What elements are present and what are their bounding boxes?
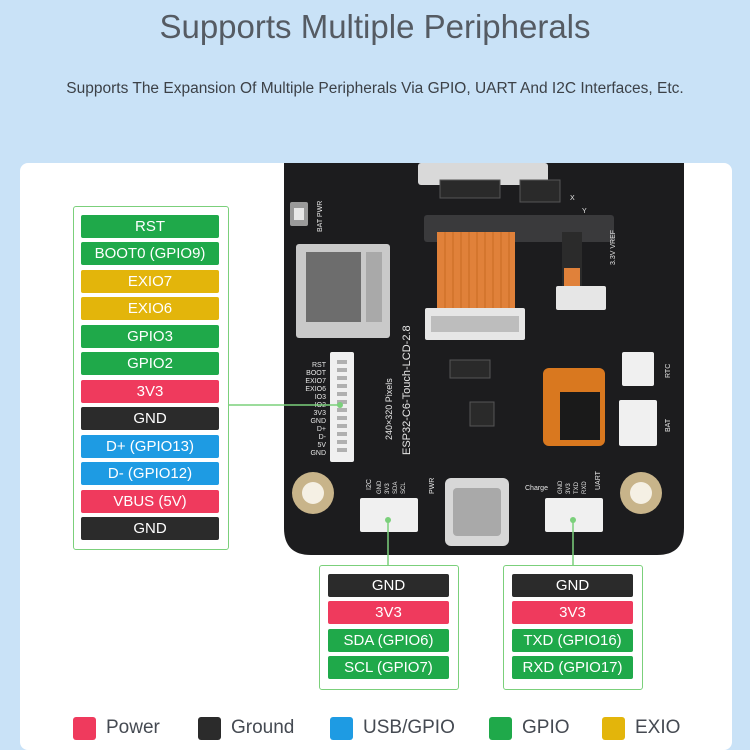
uart-pin-3v3: 3V3	[512, 601, 633, 624]
pin-3v3: 3V3	[81, 380, 219, 403]
legend-swatch-ground	[198, 716, 221, 740]
legend-usb-gpio: USB/GPIO	[330, 714, 455, 742]
legend-label-power: Power	[106, 717, 160, 738]
charge-label: Charge	[525, 485, 548, 492]
page-title: Supports Multiple Peripherals	[159, 8, 591, 45]
bat-connector	[619, 400, 657, 446]
uart-pin-txd: TXD (GPIO16)	[512, 629, 633, 652]
uart-pin-rxd: RXD (GPIO17)	[512, 656, 633, 679]
silk-exio6: EXIO6	[305, 386, 326, 393]
bat-pwr-label: BAT PWR	[317, 201, 324, 232]
legend-swatch-power	[73, 716, 96, 740]
uart-connector	[545, 498, 603, 532]
pin-gpio2: GPIO2	[81, 352, 219, 375]
silk-dminus: D-	[319, 434, 327, 441]
pin-boot0: BOOT0 (GPIO9)	[81, 242, 219, 265]
legend-swatch-gpio	[489, 716, 512, 740]
pin-exio6: EXIO6	[81, 297, 219, 320]
i2c-pin-gnd: GND	[328, 574, 449, 597]
axis-y-label: Y	[582, 208, 587, 215]
silk-dplus: D+	[317, 426, 326, 433]
i2c-pin-scl: SCL (GPIO7)	[328, 656, 449, 679]
board-model-label: ESP32-C6-Touch-LCD-2.8	[401, 325, 413, 455]
page-subtitle: Supports The Expansion Of Multiple Perip…	[66, 80, 684, 97]
legend-ground: Ground	[198, 714, 294, 742]
i2c-label: I2C	[366, 479, 373, 490]
pin-exio7: EXIO7	[81, 270, 219, 293]
bat-label: BAT	[665, 418, 672, 432]
silk-uart-txd: TXD	[574, 481, 580, 494]
axis-x-label: X	[570, 195, 575, 202]
uart-pin-block	[503, 565, 643, 690]
silk-5v: 5V	[317, 442, 326, 449]
pin-gnd-2: GND	[81, 517, 219, 540]
legend-label-exio: EXIO	[635, 717, 681, 738]
rtc-label: RTC	[665, 364, 672, 378]
pin-gnd: GND	[81, 407, 219, 430]
i2c-pin-sda: SDA (GPIO6)	[328, 629, 449, 652]
silk-uart-rxd: RXD	[582, 481, 588, 494]
silk-i2c-3v3: 3V3	[385, 483, 391, 494]
left-header-pin-block	[73, 206, 229, 550]
legend-gpio: GPIO	[489, 714, 570, 742]
flex-cable	[437, 232, 515, 310]
pwr-label: PWR	[429, 478, 436, 494]
rtc-connector	[622, 352, 654, 386]
silk-uart-gnd: GND	[558, 480, 564, 494]
silk-io3: IO3	[315, 394, 326, 401]
touch-connector	[556, 286, 606, 310]
pin-dplus: D+ (GPIO13)	[81, 435, 219, 458]
i2c-pin-3v3: 3V3	[328, 601, 449, 624]
pin-gpio3: GPIO3	[81, 325, 219, 348]
silk-boot: BOOT	[306, 370, 327, 377]
pin-rst: RST	[81, 215, 219, 238]
silk-gnd: GND	[310, 418, 326, 425]
silk-rst: RST	[312, 362, 327, 369]
i2c-pin-block	[319, 565, 459, 690]
silk-exio7: EXIO7	[305, 378, 326, 385]
silk-i2c-scl: SCL	[401, 482, 407, 494]
silk-uart-3v3: 3V3	[566, 483, 572, 494]
legend-label-gpio: GPIO	[522, 717, 570, 738]
board-resolution-label: 240×320 Pixels	[384, 378, 394, 440]
legend-exio: EXIO	[602, 714, 680, 742]
uart-pin-gnd: GND	[512, 574, 633, 597]
uart-label: UART	[595, 470, 602, 490]
silk-3v3: 3V3	[314, 410, 327, 417]
legend-swatch-usb-gpio	[330, 716, 353, 740]
silk-gnd-2: GND	[310, 450, 326, 457]
pin-vbus: VBUS (5V)	[81, 490, 219, 513]
i2c-connector	[360, 498, 418, 532]
silk-i2c-gnd: GND	[377, 480, 383, 494]
legend-power: Power	[73, 714, 160, 742]
chip	[469, 401, 495, 427]
legend-label-usb-gpio: USB/GPIO	[363, 717, 455, 738]
silk-i2c-sda: SDA	[393, 482, 399, 494]
pin-dminus: D- (GPIO12)	[81, 462, 219, 485]
legend-swatch-exio	[602, 716, 625, 740]
vref-label: 3.3V VREF	[610, 230, 617, 265]
legend-label-ground: Ground	[231, 717, 295, 738]
